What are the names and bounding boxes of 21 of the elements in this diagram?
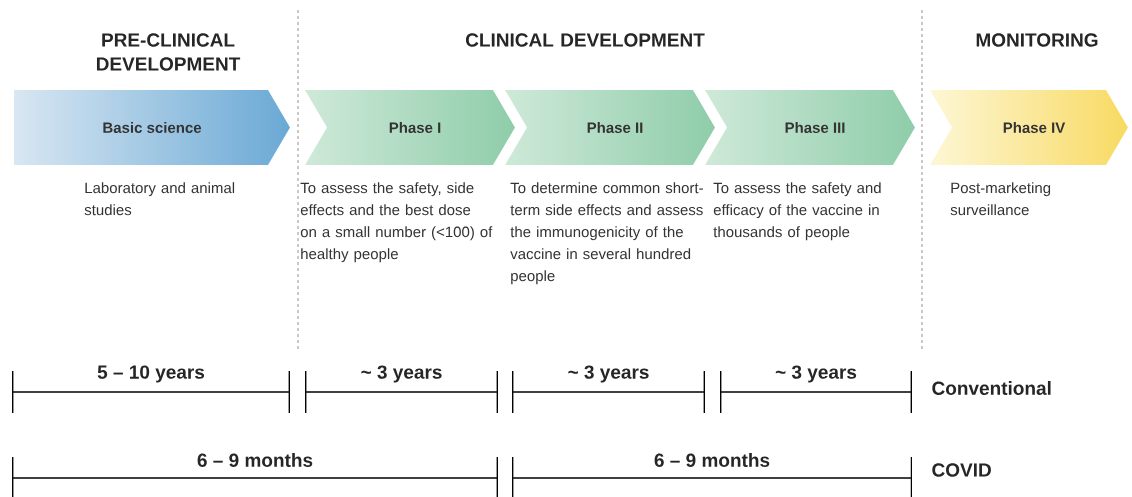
section-heading: CLINICAL DEVELOPMENT	[466, 33, 705, 47]
description-text: Post-marketing surveillance	[950, 182, 1051, 216]
chevron-arrow: Phase I	[389, 122, 441, 133]
chevron-arrow: Phase II	[587, 122, 643, 133]
duration-label: ~ 3 years	[568, 365, 649, 383]
row-label: Conventional	[932, 381, 1051, 395]
duration-label: ~ 3 years	[361, 365, 442, 383]
duration-label: 5 – 10 years	[97, 365, 205, 383]
description-text: To determine common short-term side effects and assess the immunogenicity of the vaccine in several hundred people	[510, 182, 703, 285]
duration-label: ~ 3 years	[775, 365, 857, 383]
chevron-arrow: Basic science	[103, 122, 202, 133]
duration-label: 6 – 9 months	[654, 453, 770, 467]
description-text: To assess the safety, side effects and the best dose on a small number (<100) of healthy people	[300, 182, 493, 263]
duration-label: 6 – 9 months	[197, 453, 313, 467]
section-heading: PRE-CLINICAL DEVELOPMENT	[96, 33, 241, 71]
description-text: Laboratory and animal studies	[84, 182, 235, 216]
description-text: To assess the safety and efficacy of the vaccine in thousands of people	[713, 182, 881, 241]
chevron-arrow: Phase IV	[1003, 122, 1066, 133]
row-label: COVID	[932, 463, 991, 477]
chevron-arrow: Phase III	[785, 122, 845, 133]
section-heading: MONITORING	[976, 33, 1098, 47]
